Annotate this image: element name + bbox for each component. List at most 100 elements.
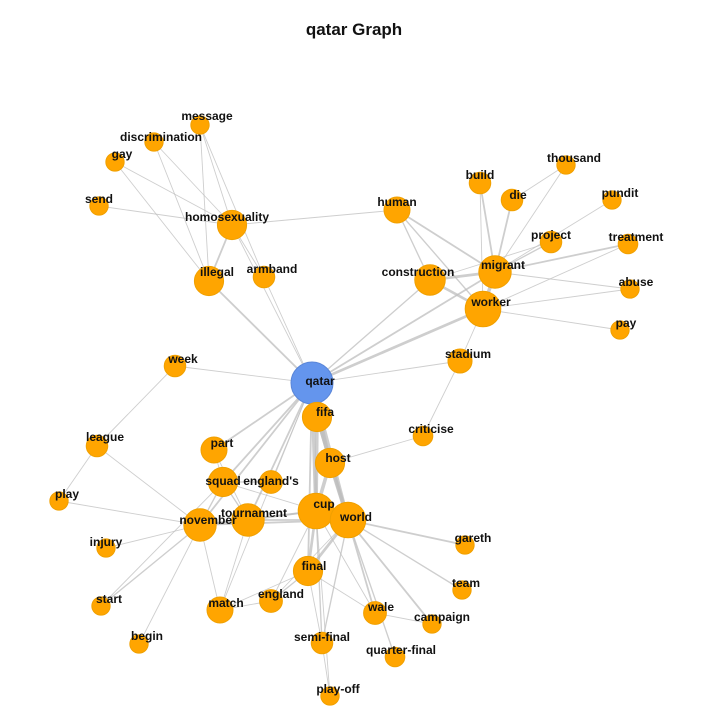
edge-qatar-stadium bbox=[311, 360, 461, 384]
node-november[interactable] bbox=[183, 508, 217, 542]
edge-migrant-human bbox=[396, 209, 496, 273]
node-part[interactable] bbox=[200, 436, 228, 464]
node-armband[interactable] bbox=[252, 265, 276, 289]
node-human[interactable] bbox=[383, 196, 411, 224]
edge-host-criticise bbox=[329, 435, 424, 464]
node-illegal[interactable] bbox=[193, 265, 225, 297]
node-label-discrimination: discrimination bbox=[120, 130, 202, 144]
edge-qatar-migrant bbox=[311, 271, 496, 384]
node-thousand[interactable] bbox=[556, 155, 576, 175]
edge-homosexuality-send bbox=[98, 205, 233, 226]
nodes-layer bbox=[49, 115, 640, 706]
node-play[interactable] bbox=[49, 491, 69, 511]
node-label-match: match bbox=[208, 596, 243, 610]
node-campaign[interactable] bbox=[422, 614, 442, 634]
edge-worker-treatment bbox=[482, 243, 629, 310]
edge-qatar-november bbox=[199, 382, 313, 526]
node-pundit[interactable] bbox=[602, 190, 622, 210]
edge-qatar-illegal bbox=[208, 280, 313, 384]
node-abuse[interactable] bbox=[620, 279, 640, 299]
node-gareth[interactable] bbox=[455, 535, 475, 555]
node-label-play-off: play-off bbox=[316, 682, 360, 696]
node-label-fifa: fifa bbox=[316, 405, 334, 419]
node-label-message: message bbox=[181, 109, 233, 123]
node-semi-final[interactable] bbox=[310, 631, 334, 655]
node-homosexuality[interactable] bbox=[216, 209, 248, 241]
node-start[interactable] bbox=[91, 596, 111, 616]
node-wale[interactable] bbox=[363, 601, 387, 625]
node-world[interactable] bbox=[329, 501, 367, 539]
node-label-host: host bbox=[325, 451, 350, 465]
node-stadium[interactable] bbox=[447, 348, 473, 374]
node-week[interactable] bbox=[163, 354, 187, 378]
node-worker[interactable] bbox=[464, 290, 502, 328]
node-send[interactable] bbox=[89, 196, 109, 216]
node-injury[interactable] bbox=[96, 538, 116, 558]
node-label-homosexuality: homosexuality bbox=[185, 210, 269, 224]
node-squad[interactable] bbox=[207, 466, 239, 498]
node-construction[interactable] bbox=[414, 264, 446, 296]
node-label-treatment: treatment bbox=[609, 230, 664, 244]
node-label-begin: begin bbox=[131, 629, 163, 643]
node-label-thousand: thousand bbox=[547, 151, 601, 165]
node-gay[interactable] bbox=[105, 152, 125, 172]
edge-armband-message bbox=[199, 124, 265, 278]
node-label-tournament: tournament bbox=[221, 506, 287, 520]
node-label-criticise: criticise bbox=[408, 422, 454, 436]
node-host[interactable] bbox=[314, 447, 346, 479]
node-message[interactable] bbox=[190, 115, 210, 135]
node-label-send: send bbox=[85, 192, 113, 206]
edge-november-play bbox=[58, 500, 201, 526]
node-label-pundit: pundit bbox=[602, 186, 639, 200]
node-final[interactable] bbox=[292, 555, 324, 587]
edge-world-team bbox=[347, 519, 463, 591]
node-quarter-final[interactable] bbox=[384, 646, 406, 668]
node-england's[interactable] bbox=[259, 470, 283, 494]
node-project[interactable] bbox=[539, 230, 563, 254]
node-team[interactable] bbox=[452, 580, 472, 600]
node-play-off[interactable] bbox=[320, 686, 340, 706]
edge-illegal-message bbox=[199, 124, 210, 282]
edge-worker-pay bbox=[482, 308, 621, 331]
edge-illegal-discrimination bbox=[153, 141, 210, 282]
node-label-england: england bbox=[258, 587, 304, 601]
labels-layer: qatarfifahostcupworldtournamentnovembers… bbox=[55, 109, 663, 696]
edge-illegal-gay bbox=[114, 161, 210, 282]
edge-cup-play-off bbox=[315, 510, 331, 697]
node-label-construction: construction bbox=[382, 265, 455, 279]
edge-migrant-thousand bbox=[494, 164, 567, 273]
node-label-abuse: abuse bbox=[619, 275, 654, 289]
node-tournament[interactable] bbox=[231, 503, 265, 537]
node-criticise[interactable] bbox=[412, 425, 434, 447]
node-treatment[interactable] bbox=[617, 233, 639, 255]
edge-week-league bbox=[96, 365, 176, 447]
node-discrimination[interactable] bbox=[144, 132, 164, 152]
edge-qatar-tournament bbox=[247, 382, 313, 521]
node-label-campaign: campaign bbox=[414, 610, 470, 624]
node-label-die: die bbox=[509, 188, 527, 202]
edge-migrant-abuse bbox=[494, 271, 631, 290]
node-match[interactable] bbox=[206, 596, 234, 624]
edge-november-start bbox=[100, 524, 201, 607]
node-label-project: project bbox=[531, 228, 571, 242]
node-fifa[interactable] bbox=[301, 401, 333, 433]
node-die[interactable] bbox=[500, 188, 524, 212]
node-build[interactable] bbox=[468, 171, 492, 195]
node-label-squad: squad bbox=[205, 474, 240, 488]
node-label-build: build bbox=[466, 168, 495, 182]
edge-world-quarter-final bbox=[347, 519, 396, 658]
edge-cup-wale bbox=[315, 510, 376, 614]
node-pay[interactable] bbox=[610, 320, 630, 340]
edge-qatar-construction bbox=[311, 279, 431, 384]
edge-qatar-homosexuality bbox=[231, 224, 313, 384]
node-england[interactable] bbox=[259, 589, 283, 613]
edge-worker-human bbox=[396, 209, 484, 310]
node-label-semi-final: semi-final bbox=[294, 630, 350, 644]
node-label-worker: worker bbox=[470, 295, 511, 309]
node-label-start: start bbox=[96, 592, 122, 606]
edge-worker-build bbox=[479, 182, 484, 310]
node-migrant[interactable] bbox=[478, 255, 512, 289]
node-league[interactable] bbox=[85, 434, 109, 458]
node-begin[interactable] bbox=[129, 634, 149, 654]
